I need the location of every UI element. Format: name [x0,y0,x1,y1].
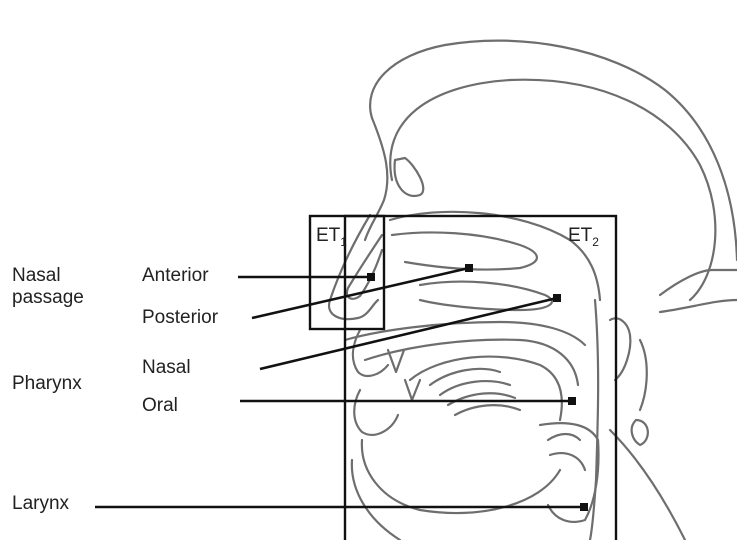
epiglottis [548,434,580,440]
anterior-marker [367,273,375,281]
posterior-pointer [252,268,469,318]
subregion-nasal: Nasal [142,357,191,379]
region-pharynx: Pharynx [12,373,82,395]
subregion-oral: Oral [142,395,178,417]
region-larynx: Larynx [12,493,69,515]
lower-lip [354,390,398,435]
subregion-anterior: Anterior [142,265,209,287]
et2-label: ET2 [568,225,599,249]
mandible [362,440,560,513]
frontal-sinus [395,158,424,196]
oral-pharynx-marker [568,397,576,405]
neck-front [610,430,685,540]
soft-palate [365,340,578,385]
region-nasal-passage: Nasal passage [12,265,84,309]
et1-label: ET1 [316,225,347,249]
tongue [410,357,562,420]
neck-back [632,340,648,445]
posterior-marker [465,264,473,272]
ear [610,318,630,380]
tongue-fibres [430,369,520,415]
nasal-pharynx-marker [553,294,561,302]
et2-box [345,216,616,540]
subregion-posterior: Posterior [142,307,218,329]
larynx-marker [580,503,588,511]
chin [352,460,400,540]
